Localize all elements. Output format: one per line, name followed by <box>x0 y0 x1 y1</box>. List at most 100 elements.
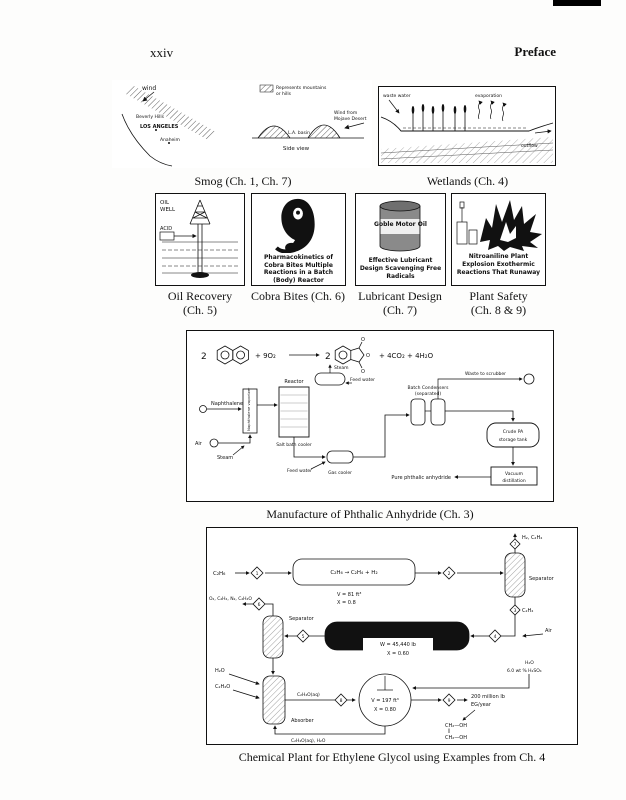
condenser-vessel-1 <box>410 398 426 426</box>
evaporation-arrows <box>478 100 507 122</box>
svg-text:8: 8 <box>340 698 343 704</box>
anaheim-label: Anaheim <box>160 137 180 143</box>
eq-coef-2: 2 <box>325 352 331 362</box>
smog-caption: Smog (Ch. 1, Ch. 7) <box>194 174 292 188</box>
reactor1-conversion-label: X = 0.8 <box>337 600 356 606</box>
evaporation-label: evaporation <box>475 93 502 99</box>
glycol-figure: C₂H₆ 1 C₂H₆ → C₂H₄ + H₂ V = 81 ft³ X = 0… <box>206 527 578 745</box>
la-basin-label: L.A. basin <box>288 130 310 136</box>
well-label: WELL <box>160 207 176 213</box>
legend-text-1: Represents mountains <box>276 85 327 91</box>
eq-o-ring: O <box>366 353 370 359</box>
mountain-left <box>257 125 291 139</box>
stream-diamond-2: 2 <box>442 566 456 580</box>
pure-product-label: Pure phthalic anhydride <box>391 475 451 481</box>
explosion-illustration <box>456 200 542 251</box>
reactor-tubes <box>280 394 308 428</box>
vacuum-label-2: distillation <box>502 478 525 484</box>
smog-legend: Represents mountains or hills <box>259 84 327 97</box>
condensers-label-2: (separated) <box>415 391 441 397</box>
cobra-bites-box: Pharmacokinetics of Cobra Bites Multiple… <box>251 193 346 286</box>
page-number: xxiv <box>150 45 174 60</box>
vacuum-distillation-unit <box>490 466 538 486</box>
eq-oxygen: + 9O₂ <box>255 352 276 360</box>
phthalic-flow-diagram: 2 + 9O₂ 2 O O O <box>195 337 540 486</box>
coastline <box>121 113 173 167</box>
svg-text:4: 4 <box>494 634 497 640</box>
overhead-label: H₂, C₂H₄ <box>522 535 542 541</box>
feed-water-top-label: Feed water <box>350 377 375 383</box>
acid-label: ACID <box>160 226 172 232</box>
oil-well-illustration: OIL WELL ACID <box>159 199 238 278</box>
steam-feed-label: Steam <box>217 455 233 461</box>
gas-cooler-label: Gas cooler <box>328 470 352 476</box>
outflow-label: outflow <box>521 143 538 149</box>
cobra-caption: Cobra Bites (Ch. 6) <box>251 289 345 303</box>
smog-map-view: wind Beverly Hills LOS ANGELES Anaheim <box>121 85 216 167</box>
svg-text:5: 5 <box>302 634 305 640</box>
stream-diamond-8: 8 <box>334 693 348 707</box>
glycol-structure-line-2: CH₂—OH <box>445 735 467 741</box>
los-angeles-label: LOS ANGELES <box>140 124 179 130</box>
legend-text-2: or hills <box>276 91 292 97</box>
svg-text:3: 3 <box>514 608 517 614</box>
safety-caption-line1: Plant Safety <box>469 289 528 303</box>
acid-water-label-2: 6.0 wt % H₂SO₄ <box>507 668 542 674</box>
oxide-aq-label: C₂H₄O(aq) <box>297 692 320 698</box>
oil-caption-line1: Oil Recovery <box>167 289 233 303</box>
bottoms-label: C₂H₄O(aq), H₂O <box>291 738 326 744</box>
oxide-feed-label: C₂H₄O <box>215 684 230 690</box>
stream-diamond-5: 5 <box>296 629 310 643</box>
svg-text:7: 7 <box>514 542 517 548</box>
ground-profile <box>380 116 554 132</box>
lubricant-design-box: Goble Motor Oil Effective Lubricant Desi… <box>355 193 446 286</box>
lubricant-box-text: Effective Lubricant Design Scavenging Fr… <box>359 257 442 280</box>
product-rate-label-1: 200 million lb <box>471 694 505 700</box>
side-view-label: Side view <box>283 146 310 152</box>
steam-drum <box>314 372 346 386</box>
gas-cooler-vessel <box>326 450 354 464</box>
eq-o-top: O <box>361 337 365 343</box>
reaction-1-label: C₂H₆ → C₂H₄ + H₂ <box>330 570 377 576</box>
condensers-label-1: Batch Condensers <box>408 385 450 391</box>
crude-label-1: Crude PA <box>503 429 524 435</box>
crude-label-2: storage tank <box>499 437 528 443</box>
water-feed-label: H₂O <box>215 668 225 674</box>
waste-label: Waste to scrubber <box>465 371 506 377</box>
phthalic-anhydride-structure <box>334 341 365 369</box>
separator-2-label: Separator <box>289 616 315 622</box>
acid-tank <box>159 231 175 241</box>
naphthalene-feed-label: Naphthalene <box>211 401 243 407</box>
reactor-vessel <box>278 386 310 438</box>
plant-safety-box: Nitroaniline Plant Explosion Exothermic … <box>451 193 546 286</box>
derrick <box>189 199 211 225</box>
plant-structure <box>456 201 478 245</box>
smog-side-view: L.A. basin Wind from Mojave Desert Side … <box>252 110 367 152</box>
oil-can-illustration <box>379 200 421 252</box>
eq-coef-1: 2 <box>201 352 207 362</box>
ethane-feed-label: C₂H₆ <box>213 571 226 577</box>
ethylene-label: C₂H₄ <box>522 608 533 614</box>
vacuum-label-1: Vacuum <box>505 471 523 477</box>
wetlands-illustration: waste water evaporation <box>380 93 554 163</box>
condenser-vessel-2 <box>430 398 446 426</box>
cobra-box-text: Pharmacokinetics of Cobra Bites Multiple… <box>263 253 334 285</box>
eq-o-bottom: O <box>361 369 365 375</box>
cobra-body <box>275 246 296 253</box>
separator-1-label: Separator <box>529 576 555 582</box>
stream-diamond-6: 6 <box>252 597 266 611</box>
reactor-label: Reactor <box>284 379 304 385</box>
stream-diamond-9: 9 <box>442 693 456 707</box>
cobra-illustration <box>275 198 315 253</box>
oil-recovery-box: OIL WELL ACID <box>155 193 245 286</box>
reactor2-label-panel <box>363 638 433 658</box>
lubricant-caption-line1: Lubricant Design <box>358 289 442 303</box>
flame-highlight <box>500 222 516 242</box>
air-feed-label: Air <box>195 441 203 447</box>
lubricant-caption: Lubricant Design (Ch. 7) <box>350 289 450 317</box>
wetlands-figure: waste water evaporation <box>378 86 556 166</box>
vaporizer-label: Naphthalene vaporizer <box>246 387 251 431</box>
mountain-band <box>126 86 216 140</box>
glycol-flow-diagram: C₂H₆ 1 C₂H₆ → C₂H₄ + H₂ V = 81 ft³ X = 0… <box>209 533 555 744</box>
